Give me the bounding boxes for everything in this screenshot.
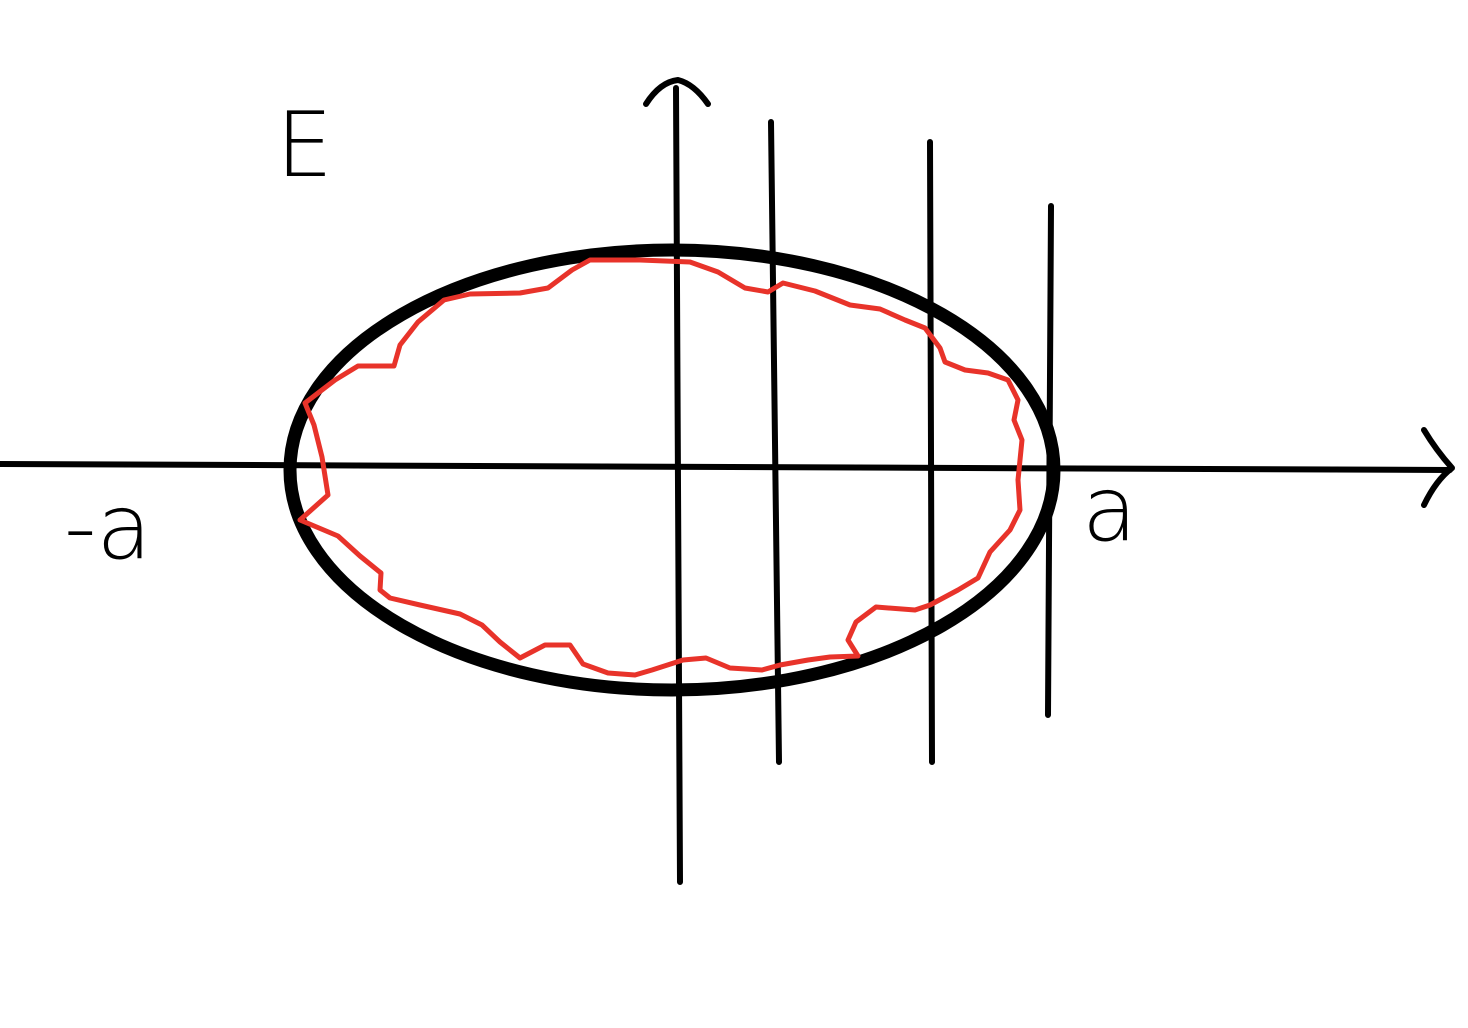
x-axis-line [0, 461, 1453, 473]
x-axis-arrow-icon [1421, 427, 1455, 508]
vertical-line-1 [768, 119, 782, 765]
label-negative-a: -a [64, 475, 152, 580]
y-axis-arrow-icon [643, 77, 711, 107]
wavy-red-curve [297, 257, 1025, 678]
set-label-e: E [276, 93, 333, 198]
x-axis [0, 427, 1455, 508]
label-positive-a: a [1082, 457, 1137, 562]
y-axis-line [673, 85, 683, 885]
y-axis [643, 77, 711, 885]
ellipse-outline [283, 243, 1061, 697]
vertical-line-2 [927, 139, 935, 765]
